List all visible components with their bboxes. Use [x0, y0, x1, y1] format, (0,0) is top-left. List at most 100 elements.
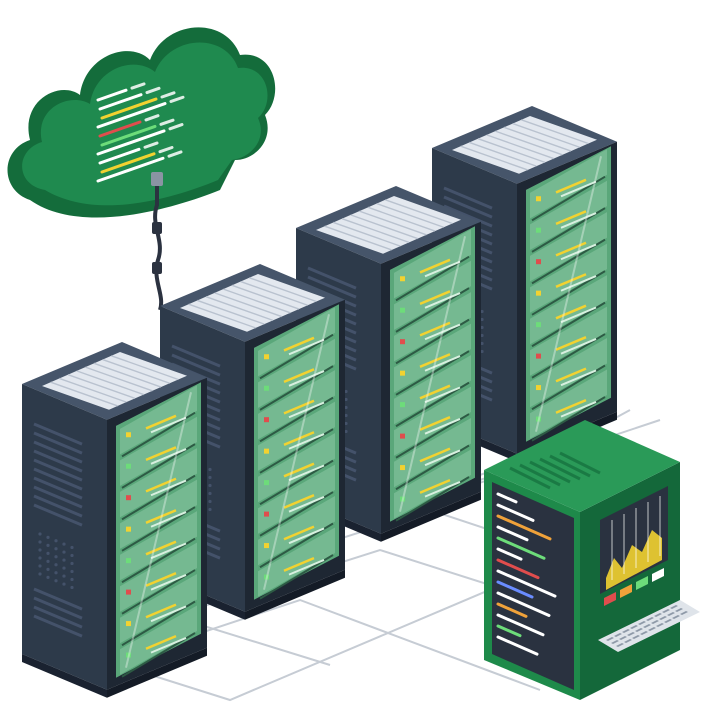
keyboard-key: [624, 639, 632, 643]
side-perforation: [62, 566, 66, 570]
server-indicator: [560, 212, 597, 229]
server-indicator: [283, 399, 315, 415]
server-indicator: [555, 304, 587, 320]
server-indicator: [150, 448, 187, 465]
cloud-code-line: [96, 102, 167, 129]
side-perforation: [70, 561, 74, 566]
server-led: [536, 227, 541, 233]
keyboard-key: [630, 625, 638, 629]
server-indicator: [419, 321, 451, 337]
rack-base: [22, 654, 107, 698]
rack-vent: [316, 196, 461, 254]
server-indicator: [424, 449, 461, 467]
side-vent: [443, 204, 493, 228]
vent-slat: [111, 355, 179, 381]
server-led: [126, 463, 131, 469]
plug-head: [151, 172, 163, 186]
server-unit: [258, 527, 335, 597]
server-indicator: [288, 338, 325, 356]
server-led: [264, 543, 269, 549]
cloud-code-line: [100, 124, 157, 147]
keyboard-key: [656, 623, 664, 627]
side-perforation: [208, 483, 212, 488]
side-perforation: [480, 349, 484, 354]
server-indicator: [419, 447, 451, 463]
server-led: [264, 354, 269, 360]
vent-slat: [231, 284, 300, 310]
vent-slat: [503, 126, 572, 152]
side-perforation: [344, 429, 348, 434]
console-top-vent: [539, 457, 581, 481]
rack-base: [245, 569, 345, 620]
keyboard-key: [643, 624, 651, 628]
keyboard-key: [664, 619, 672, 623]
side-perforation: [70, 577, 74, 582]
side-perforation: [344, 405, 348, 410]
side-vent: [307, 275, 357, 299]
side-perforation: [38, 572, 42, 576]
cloud-code-line: [100, 97, 158, 120]
server-indicator: [150, 511, 187, 528]
server-unit: [394, 355, 471, 425]
server-indicator: [288, 527, 325, 545]
server-indicator: [283, 431, 315, 446]
side-perforation: [62, 550, 66, 554]
server-led: [264, 574, 269, 580]
server-unit: [258, 370, 335, 440]
side-perforation: [38, 564, 42, 568]
server-indicator: [419, 290, 451, 306]
server-unit: [530, 180, 607, 250]
server-unit: [530, 212, 607, 282]
server-indicator: [150, 416, 187, 434]
vent-slat: [197, 299, 265, 325]
server-rack: [22, 342, 207, 698]
server-unit: [258, 401, 335, 471]
keyboard-key: [670, 605, 678, 609]
side-vent: [33, 605, 83, 629]
server-rack: [432, 106, 617, 462]
server-unit: [258, 433, 335, 503]
side-vent: [33, 614, 83, 638]
keyboard-key: [675, 608, 683, 612]
side-perforation: [62, 542, 66, 546]
glass-reflection: [535, 155, 602, 432]
server-indicator: [424, 418, 461, 435]
side-perforation: [54, 579, 58, 583]
vent-slat: [486, 134, 554, 160]
vent-slat: [223, 288, 291, 314]
server-unit: [394, 260, 471, 330]
server-unit: [258, 307, 335, 377]
side-perforation: [38, 556, 42, 560]
server-indicator: [555, 398, 587, 414]
cloud-code-line: [96, 156, 165, 183]
cloud-code-line: [96, 88, 128, 102]
server-unit: [530, 338, 607, 408]
vent-slat: [376, 202, 444, 228]
server-indicator: [288, 401, 325, 419]
server-unit: [394, 229, 471, 299]
vent-slat: [512, 122, 580, 148]
server-indicator: [145, 509, 177, 524]
server-led: [400, 496, 405, 502]
server-indicator: [145, 540, 177, 556]
side-vent: [33, 449, 83, 473]
cloud-code-line: [160, 91, 176, 99]
keyboard-key: [638, 621, 646, 625]
code-line: [496, 635, 539, 656]
side-perforation: [480, 317, 484, 322]
control-console: [484, 420, 700, 700]
side-perforation: [62, 582, 66, 586]
server-led: [536, 196, 541, 202]
cloud-code-line: [98, 120, 142, 138]
server-indicator: [555, 336, 587, 351]
keyboard-key: [632, 635, 640, 639]
vent-slat: [333, 221, 401, 247]
code-line: [496, 536, 546, 560]
side-vent: [171, 353, 221, 377]
vent-slat: [350, 214, 418, 240]
side-perforation: [62, 558, 66, 562]
vent-slat: [495, 130, 563, 156]
server-indicator: [555, 210, 587, 226]
side-vent: [171, 344, 221, 368]
